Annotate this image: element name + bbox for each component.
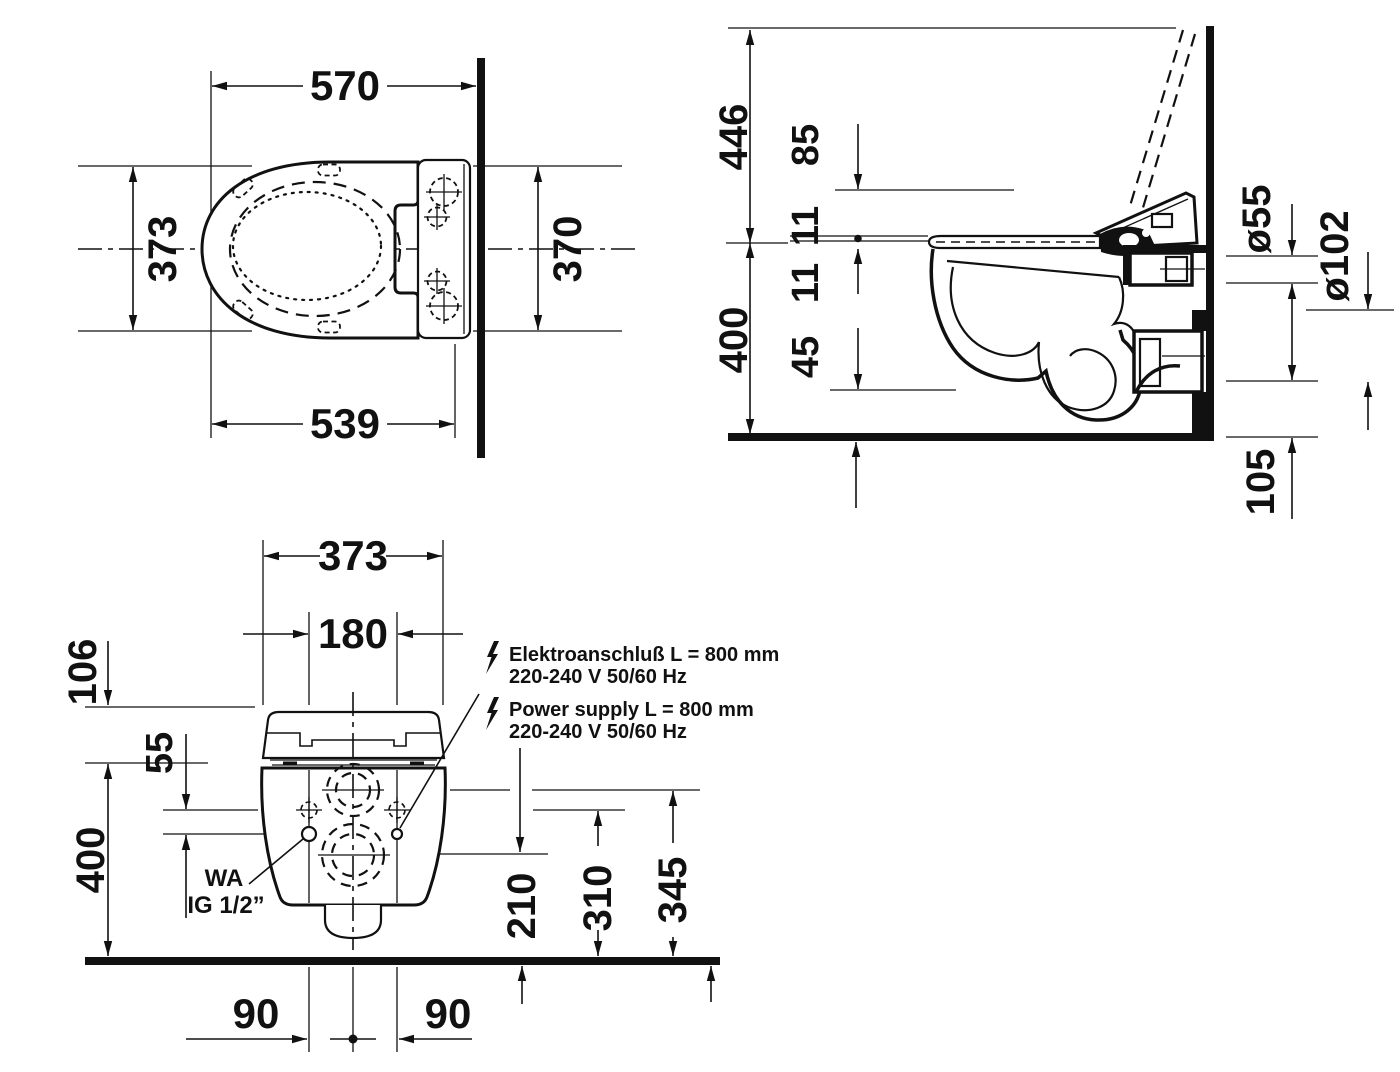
side-trap-curve — [1037, 341, 1117, 412]
front-power-connection — [390, 827, 404, 841]
side-hinge-pin — [1142, 229, 1150, 237]
side-open-lid-dashed-2 — [1140, 33, 1197, 212]
front-center-dot — [348, 1034, 358, 1044]
front-water-connection — [300, 825, 318, 843]
front-view: WA IG 1/2” Elektroanschluß L = 800 mm 22… — [61, 532, 779, 1052]
side-mount-bar-2 — [1123, 253, 1132, 285]
side-dim-o102: ø102 — [1313, 210, 1357, 301]
front-dim-180: 180 — [318, 610, 388, 657]
side-dim-45: 45 — [785, 336, 827, 378]
plan-dim-370: 370 — [546, 216, 590, 283]
side-rim-line — [946, 259, 1120, 279]
lightning-icon-electro — [486, 641, 499, 674]
front-dim-345: 345 — [651, 857, 695, 924]
side-mount-bar — [1123, 245, 1207, 253]
plan-dim-570: 570 — [310, 62, 380, 109]
front-wa-label-1: WA — [205, 865, 244, 892]
side-bowl-outline — [929, 248, 1143, 422]
front-dim-310: 310 — [576, 865, 620, 932]
side-open-lid-dashed-1 — [1128, 29, 1185, 207]
side-dim-11-upper: 11 — [785, 206, 827, 246]
front-dim-90-left: 90 — [233, 990, 280, 1037]
front-wa-label-2: IG 1/2” — [187, 892, 264, 919]
front-electro-label-2: 220-240 V 50/60 Hz — [509, 666, 687, 688]
front-dim-90-right: 90 — [425, 990, 472, 1037]
front-dim-400: 400 — [69, 827, 113, 894]
front-power-leader — [399, 693, 480, 829]
front-power-label-2: 220-240 V 50/60 Hz — [509, 721, 687, 743]
front-dim-55: 55 — [139, 732, 181, 774]
plan-wall — [477, 58, 485, 458]
side-module-button — [1150, 212, 1174, 229]
front-power-label-1: Power supply L = 800 mm — [509, 699, 754, 721]
plan-bowl-opening-dotted — [231, 190, 383, 302]
side-bowl-inner — [949, 266, 1041, 357]
side-wall — [1206, 26, 1214, 441]
plan-dim-539: 539 — [310, 400, 380, 447]
side-dim-105: 105 — [1239, 449, 1283, 516]
front-dim-106: 106 — [61, 639, 105, 706]
plan-fixing-marks — [424, 174, 462, 324]
plan-view: 570 539 373 370 — [78, 58, 640, 458]
front-fixing-hole-left — [296, 797, 322, 823]
front-wa-leader — [248, 838, 304, 885]
side-view: 446 400 85 11 11 45 ø55 ø102 105 — [712, 26, 1394, 519]
side-dim-o55: ø55 — [1235, 185, 1279, 254]
side-dim-400: 400 — [712, 307, 756, 374]
side-dim-85: 85 — [785, 124, 827, 166]
plan-hinge-plate — [416, 158, 472, 340]
front-fixing-hole-right — [384, 797, 410, 823]
side-hinge-pivot — [1119, 233, 1139, 247]
side-outlet-pipe — [1138, 337, 1162, 388]
front-dim-210: 210 — [500, 873, 544, 940]
side-frame-upper — [1192, 310, 1206, 331]
lightning-icon-power — [486, 697, 499, 730]
side-floor — [728, 433, 1214, 441]
side-dim-11-lower: 11 — [785, 263, 827, 303]
plan-dim-373: 373 — [141, 216, 185, 283]
plan-seat-ring-dashed — [228, 180, 402, 318]
plan-seat-bumpers — [232, 163, 341, 334]
side-dim-446: 446 — [712, 104, 756, 171]
side-trap-back — [1134, 363, 1181, 393]
front-electro-label-1: Elektroanschluß L = 800 mm — [509, 644, 779, 666]
front-floor — [85, 957, 720, 965]
front-dim-373: 373 — [318, 532, 388, 579]
side-frame-lower — [1192, 392, 1206, 434]
side-dim-11-dot — [854, 234, 862, 243]
